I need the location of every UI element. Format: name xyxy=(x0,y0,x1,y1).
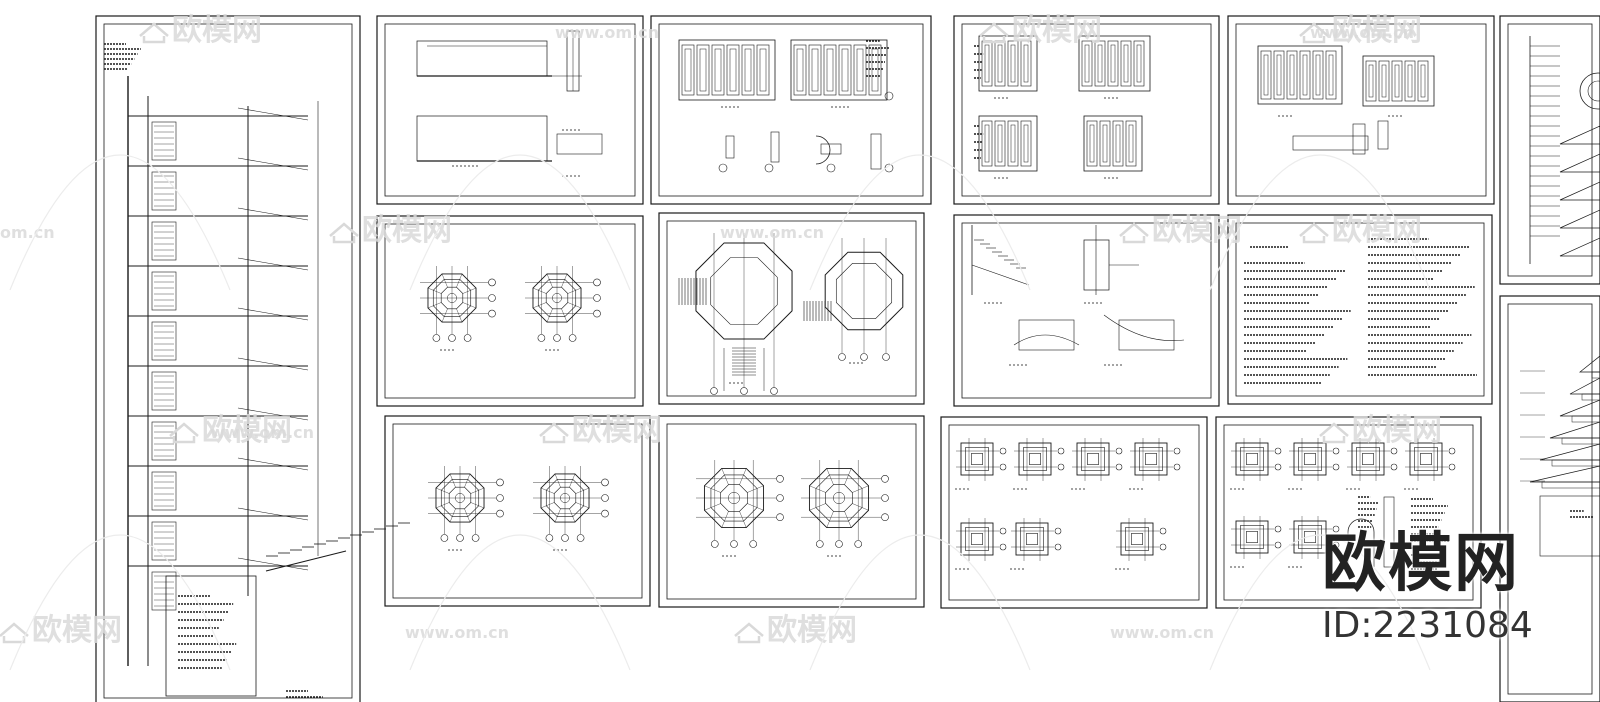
watermark-arc xyxy=(809,534,1031,671)
watermark-layer: 欧模网欧模网欧模网欧模网欧模网欧模网欧模网欧模网欧模网欧模网欧模网www.om.… xyxy=(0,13,1442,671)
watermark-brand: 欧模网 xyxy=(1352,413,1442,448)
watermark-house-icon xyxy=(329,222,359,244)
sheet-octagon-plans-2 xyxy=(384,415,651,607)
watermark-house-icon xyxy=(1119,222,1149,244)
watermark-house-icon xyxy=(979,22,1009,44)
sheet-octagon-stair-plan xyxy=(658,212,925,405)
sheet-details-sections xyxy=(953,214,1220,407)
watermark-house-icon xyxy=(169,422,199,444)
watermark-arc xyxy=(409,154,631,291)
watermark-house-icon xyxy=(1299,22,1329,44)
watermark-domain: www.om.cn xyxy=(720,223,824,242)
watermark-arc xyxy=(409,534,631,671)
watermark-id-badge: 欧模网 ID:2231084 xyxy=(1322,526,1592,648)
watermark-domain: om.cn xyxy=(0,223,55,242)
watermark-brand: 欧模网 xyxy=(1152,213,1242,248)
sheet-design-notes xyxy=(1227,214,1493,405)
watermark-brand-logo: 欧模网 xyxy=(1322,527,1520,601)
watermark-house-icon xyxy=(139,22,169,44)
watermark-domain: www.om.cn xyxy=(555,23,659,42)
watermark-brand: 欧模网 xyxy=(362,213,452,248)
sheet-window-panels-2 xyxy=(953,15,1220,205)
sheet-pagoda-elevation-bottom xyxy=(1499,295,1600,702)
watermark-domain: www.om.cn xyxy=(405,623,509,642)
watermark-domain: www.om.cn xyxy=(1310,23,1414,42)
sheet-octagon-plans-3 xyxy=(658,415,925,608)
watermark-house-icon xyxy=(1299,222,1329,244)
sheet-tall-section xyxy=(95,15,410,702)
sheet-pagoda-elevation-top xyxy=(1499,15,1600,285)
watermark-arc xyxy=(1209,534,1431,671)
sheet-railing-elevation xyxy=(376,15,644,205)
watermark-house-icon xyxy=(734,622,764,644)
watermark-brand: 欧模网 xyxy=(1012,13,1102,48)
watermark-brand: 欧模网 xyxy=(572,413,662,448)
sheet-window-panels-3 xyxy=(1227,15,1495,205)
sheet-square-plans-2 xyxy=(1215,416,1482,609)
watermark-arc xyxy=(9,154,231,291)
watermark-id-code: ID:2231084 xyxy=(1322,605,1533,646)
drawing-sheets xyxy=(95,15,1600,702)
watermark-brand: 欧模网 xyxy=(32,613,122,648)
watermark-house-icon xyxy=(539,422,569,444)
watermark-domain: www.om.cn xyxy=(210,423,314,442)
watermark-brand: 欧模网 xyxy=(172,13,262,48)
watermark-arc xyxy=(809,154,1031,291)
watermark-brand: 欧模网 xyxy=(1332,13,1422,48)
watermark-brand: 欧模网 xyxy=(767,613,857,648)
watermark-brand: 欧模网 xyxy=(1332,213,1422,248)
watermark-house-icon xyxy=(1319,422,1349,444)
sheet-octagon-plans-1 xyxy=(376,215,644,407)
watermark-arc xyxy=(1209,154,1431,291)
watermark-arc xyxy=(9,534,231,671)
sheet-square-plans-1 xyxy=(940,416,1208,609)
watermark-domain: www.om.cn xyxy=(1110,623,1214,642)
sheet-window-panels-1 xyxy=(650,15,932,205)
watermark-brand: 欧模网 xyxy=(202,413,292,448)
